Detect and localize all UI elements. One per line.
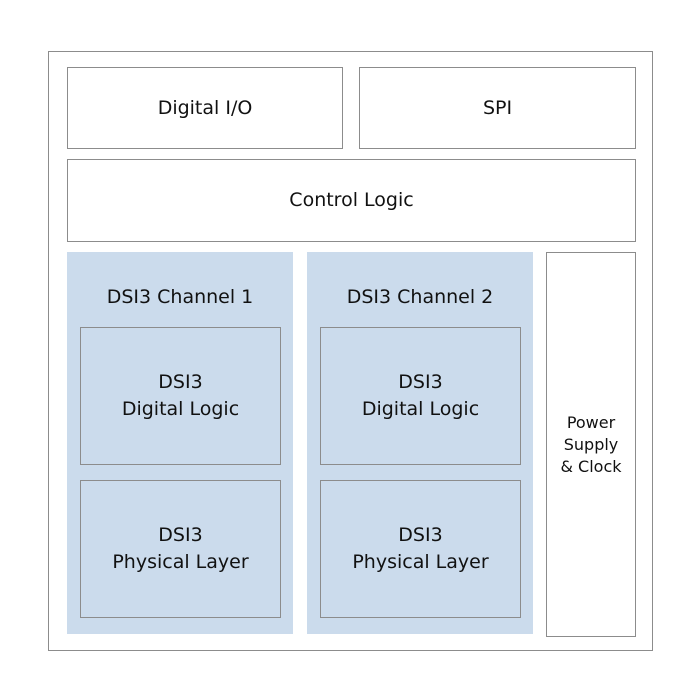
digital-io-label: Digital I/O (157, 96, 253, 119)
channel-2-physical-layer-block: DSI3 Physical Layer (320, 480, 521, 618)
control-logic-label: Control Logic (289, 189, 414, 211)
spi-block: SPI (359, 67, 636, 149)
spi-label: SPI (482, 96, 513, 119)
control-logic-block: Control Logic (67, 159, 636, 242)
channel-2-physical-layer-label: DSI3 Physical Layer (352, 524, 489, 573)
channel-1-physical-layer-block: DSI3 Physical Layer (80, 480, 281, 618)
dsi3-channel-2: DSI3 Channel 2 DSI3 Digital Logic DSI3 P… (307, 252, 533, 634)
channel-1-digital-logic-label: DSI3 Digital Logic (121, 371, 240, 420)
channel-1-physical-layer-label: DSI3 Physical Layer (112, 524, 249, 573)
power-supply-clock-block: Power Supply & Clock (546, 252, 636, 637)
channel-2-digital-logic-label: DSI3 Digital Logic (361, 371, 480, 420)
channel-2-title: DSI3 Channel 2 (346, 286, 494, 308)
channel-1-digital-logic-block: DSI3 Digital Logic (80, 327, 281, 465)
power-supply-clock-label: Power Supply & Clock (560, 412, 622, 476)
channel-2-digital-logic-block: DSI3 Digital Logic (320, 327, 521, 465)
channel-1-title: DSI3 Channel 1 (106, 286, 254, 308)
digital-io-block: Digital I/O (67, 67, 343, 149)
dsi3-channel-1: DSI3 Channel 1 DSI3 Digital Logic DSI3 P… (67, 252, 293, 634)
